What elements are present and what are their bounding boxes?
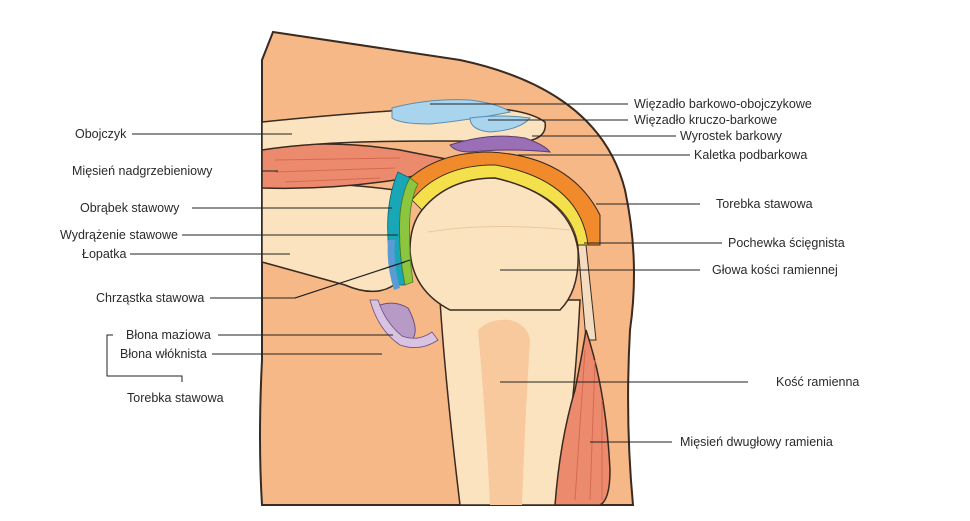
bone-marrow [478, 319, 530, 505]
label-wiezadlo-barkowo-obojczykowe: Więzadło barkowo-obojczykowe [634, 97, 812, 111]
label-wydrazenie-stawowe: Wydrążenie stawowe [60, 228, 178, 242]
acromioclavicular-ligament [391, 99, 512, 125]
label-glowa-kosci-ramiennej: Głowa kości ramiennej [712, 263, 838, 277]
label-torebka-stawowa-left: Torebka stawowa [127, 391, 224, 405]
label-miesien-nadgrzebieniowy: Mięsień nadgrzebieniowy [72, 164, 213, 178]
leader-lines-right [430, 103, 748, 443]
label-pochewka-sciegnista: Pochewka ścięgnista [728, 236, 845, 250]
biceps-tendon [577, 244, 597, 341]
label-blona-maziowa: Błona maziowa [126, 328, 211, 342]
fibrous-membrane [369, 299, 439, 348]
biceps-muscle [554, 329, 611, 506]
label-lopatka: Łopatka [82, 247, 127, 261]
label-blona-wloknista: Błona włóknista [120, 347, 207, 361]
label-chrzastka-stawowa: Chrząstka stawowa [96, 291, 204, 305]
subacromial-bursa [449, 135, 552, 153]
label-wyrostek-barkowy: Wyrostek barkowy [680, 129, 783, 143]
label-obrabek-stawowy: Obrąbek stawowy [80, 201, 180, 215]
label-kosc-ramienna: Kość ramienna [776, 375, 859, 389]
label-obojczyk: Obojczyk [75, 127, 127, 141]
label-torebka-stawowa-right: Torebka stawowa [716, 197, 813, 211]
label-miesien-dwuglowy-ramienia: Mięsień dwugłowy ramienia [680, 435, 833, 449]
label-wiezadlo-kruczo-barkowe: Więzadło kruczo-barkowe [634, 113, 777, 127]
articular-cartilage [399, 177, 419, 286]
label-kaletka-podbarkowa: Kaletka podbarkowa [694, 148, 807, 162]
leader-lines-left [106, 133, 411, 382]
